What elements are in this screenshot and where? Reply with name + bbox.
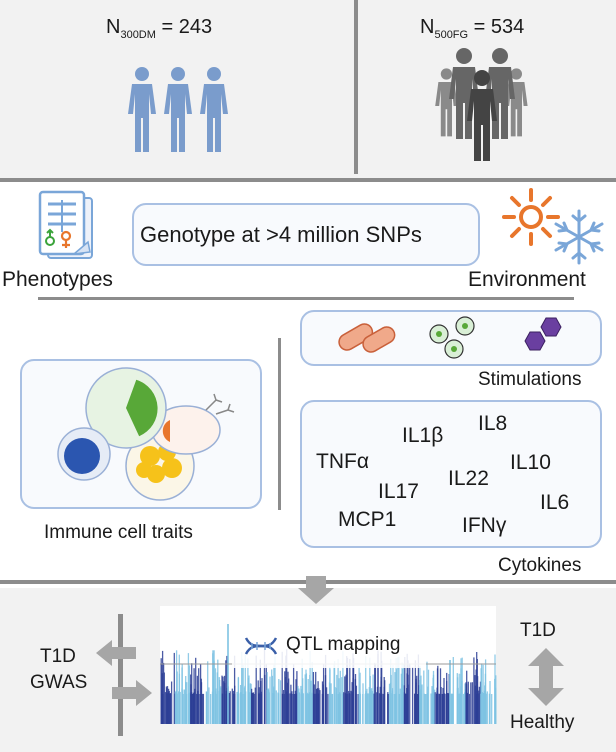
phenotypes-document-icon xyxy=(38,190,93,259)
environment-label: Environment xyxy=(468,268,586,291)
gwas-divider xyxy=(118,614,123,736)
double-arrow-icon xyxy=(528,648,564,706)
snowflake-icon xyxy=(554,209,604,265)
sun-icon xyxy=(502,188,560,246)
genotype-label: Genotype at >4 million SNPs xyxy=(140,222,422,247)
phenotypes-label: Phenotypes xyxy=(2,268,113,291)
qtl-mapping-label: QTL mapping xyxy=(286,634,401,655)
fungi-icon xyxy=(429,316,475,359)
cytokine-il1b: IL1β xyxy=(402,424,444,447)
cytokine-il6: IL6 xyxy=(540,491,570,514)
cytokine-il10: IL10 xyxy=(510,451,551,474)
right-arrow-icon xyxy=(112,680,152,706)
immune-cells-illustration xyxy=(57,367,235,501)
cohort-300dm-count: N300DM = 243 xyxy=(106,16,213,41)
crowd-icon xyxy=(435,48,528,161)
molecule-icon xyxy=(524,317,562,351)
down-arrow-icon xyxy=(298,576,334,604)
people-group-icon xyxy=(128,67,228,152)
t1d-label: T1D xyxy=(520,620,556,641)
cytokine-il17: IL17 xyxy=(378,480,419,503)
cohort-500fg-count: N500FG = 534 xyxy=(420,16,525,41)
t1d-gwas-label-line1: T1D xyxy=(40,646,76,667)
section-divider-middle xyxy=(38,297,574,300)
dna-icon xyxy=(244,637,278,655)
cytokine-tnfa: TNFα xyxy=(316,450,369,473)
cohort-divider xyxy=(354,0,358,174)
t1d-gwas-label-line2: GWAS xyxy=(30,672,88,693)
section-divider-top xyxy=(0,178,616,182)
cytokine-il8: IL8 xyxy=(478,412,508,435)
cytokine-il22: IL22 xyxy=(448,467,489,490)
immune-cell-label: Immune cell traits xyxy=(44,522,193,543)
immune-divider xyxy=(278,338,281,510)
cytokines-box xyxy=(300,400,602,548)
bacteria-icon xyxy=(338,323,396,353)
cytokine-mcp1: MCP1 xyxy=(338,508,397,531)
cytokines-label: Cytokines xyxy=(498,555,582,576)
genotype-box xyxy=(132,203,480,266)
left-arrow-icon xyxy=(96,640,136,666)
healthy-label: Healthy xyxy=(510,712,575,733)
stimulations-label: Stimulations xyxy=(478,369,582,390)
cytokine-ifng: IFNγ xyxy=(462,514,507,537)
